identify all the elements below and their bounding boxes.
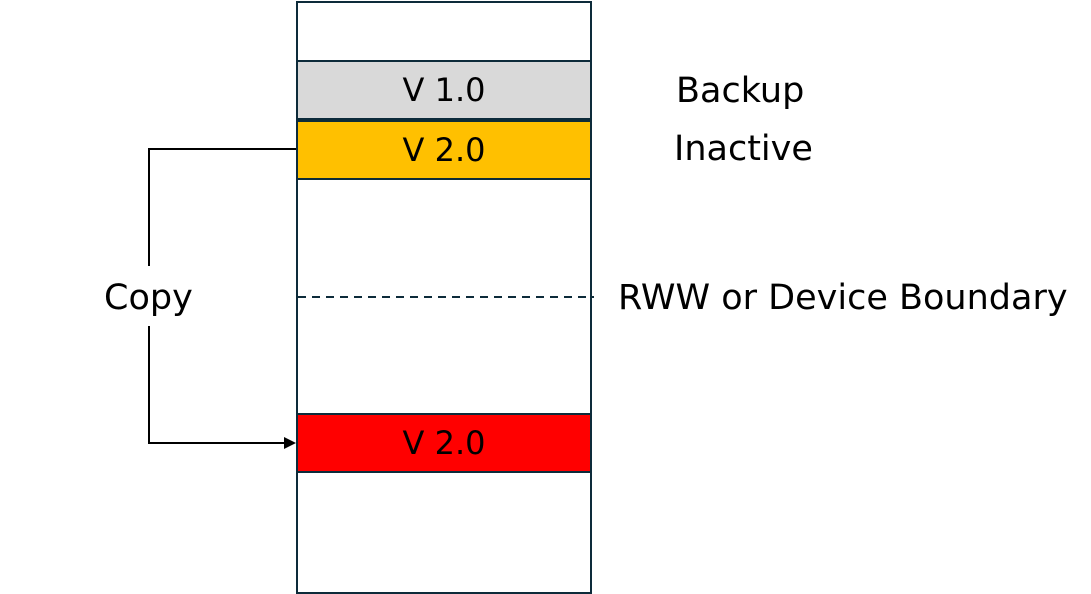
label-backup: Backup (676, 71, 805, 111)
block-v2-copy: V 2.0 (296, 413, 592, 473)
block-v2-inactive: V 2.0 (296, 120, 592, 180)
block-v1-backup: V 1.0 (296, 60, 592, 120)
copy-arrow-bottom (148, 326, 285, 444)
copy-arrow-top (148, 148, 296, 266)
block-v2-copy-label: V 2.0 (402, 424, 486, 462)
label-boundary: RWW or Device Boundary (618, 278, 1068, 318)
block-v1-label: V 1.0 (402, 71, 486, 109)
label-copy: Copy (104, 278, 193, 318)
block-v2-inactive-label: V 2.0 (402, 131, 486, 169)
label-inactive: Inactive (674, 129, 813, 169)
copy-arrow-head (284, 437, 296, 449)
